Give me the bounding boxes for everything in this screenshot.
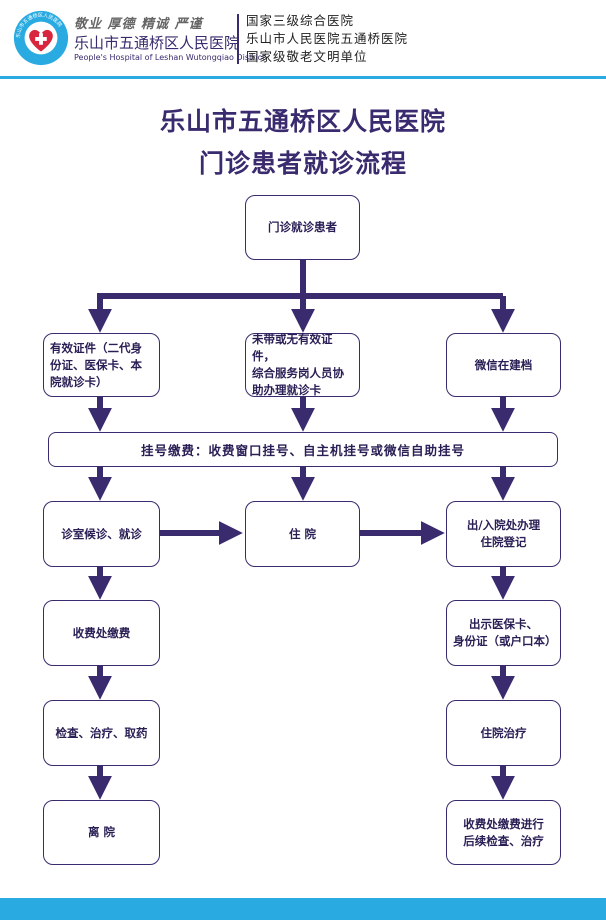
branch-left-box: 有效证件（二代身 份证、医保卡、本 院就诊卡）: [43, 333, 160, 397]
designation-item: 乐山市人民医院五通桥医院: [246, 31, 409, 46]
show-id-box: 出示医保卡、 身份证（或户口本）: [446, 600, 561, 666]
branch-middle-label: 未带或无有效证件， 综合服务岗人员协 助办理就诊卡: [252, 332, 344, 397]
header: 乐山市五通桥区人民医院 敬业 厚德 精诚 严谨 乐山市五通桥区人民医院 Peop…: [0, 0, 606, 76]
footer-bar: [0, 898, 606, 920]
page-title: 乐山市五通桥区人民医院: [159, 107, 446, 136]
inpatient-label: 住 院: [288, 526, 316, 541]
leave-box: 离 院: [43, 800, 160, 865]
leave-label: 离 院: [87, 825, 115, 839]
hospital-name: 乐山市五通桥区人民医院: [74, 34, 240, 52]
header-rule: [0, 76, 606, 79]
followup-label: 收费处缴费进行 后续检查、治疗: [463, 816, 544, 848]
consult-label: 诊室候诊、就诊: [61, 526, 142, 541]
inpatient-box: 住 院: [245, 501, 360, 567]
pay-box: 收费处缴费: [43, 600, 160, 666]
designation-list: 国家三级综合医院 乐山市人民医院五通桥医院 国家级敬老文明单位: [246, 12, 408, 66]
start-box: 门诊就诊患者: [245, 195, 360, 260]
treatment-label: 住院治疗: [480, 725, 527, 740]
pay-label: 收费处缴费: [72, 625, 131, 640]
exam-label: 检查、治疗、取药: [55, 725, 148, 740]
registration-box: 挂号缴费：收费窗口挂号、自主机挂号或微信自助挂号: [48, 432, 558, 467]
followup-box: 收费处缴费进行 后续检查、治疗: [446, 800, 561, 865]
hospital-name-en: People's Hospital of Leshan Wutongqiao D…: [74, 53, 266, 62]
designation-item: 国家三级综合医院: [246, 13, 355, 28]
page-subtitle: 门诊患者就诊流程: [198, 149, 407, 178]
branch-left-label: 有效证件（二代身 份证、医保卡、本 院就诊卡）: [50, 340, 142, 389]
designation-item: 国家级敬老文明单位: [246, 49, 368, 64]
registration-label: 挂号缴费：收费窗口挂号、自主机挂号或微信自助挂号: [140, 443, 465, 458]
hospital-logo-icon: 乐山市五通桥区人民医院: [13, 10, 69, 66]
exam-box: 检查、治疗、取药: [43, 700, 160, 766]
branch-right-box: 微信在建档: [446, 333, 561, 397]
branch-right-label: 微信在建档: [474, 357, 533, 372]
treatment-box: 住院治疗: [446, 700, 561, 766]
slogan: 敬业 厚德 精诚 严谨: [74, 17, 203, 32]
admission-label: 出/入院处办理 住院登记: [466, 518, 541, 549]
branch-middle-box: 未带或无有效证件， 综合服务岗人员协 助办理就诊卡: [245, 332, 360, 397]
admission-box: 出/入院处办理 住院登记: [446, 501, 561, 567]
header-divider: [237, 14, 239, 64]
consult-box: 诊室候诊、就诊: [43, 501, 160, 567]
show-id-label: 出示医保卡、 身份证（或户口本）: [453, 617, 557, 648]
start-label: 门诊就诊患者: [268, 220, 337, 234]
